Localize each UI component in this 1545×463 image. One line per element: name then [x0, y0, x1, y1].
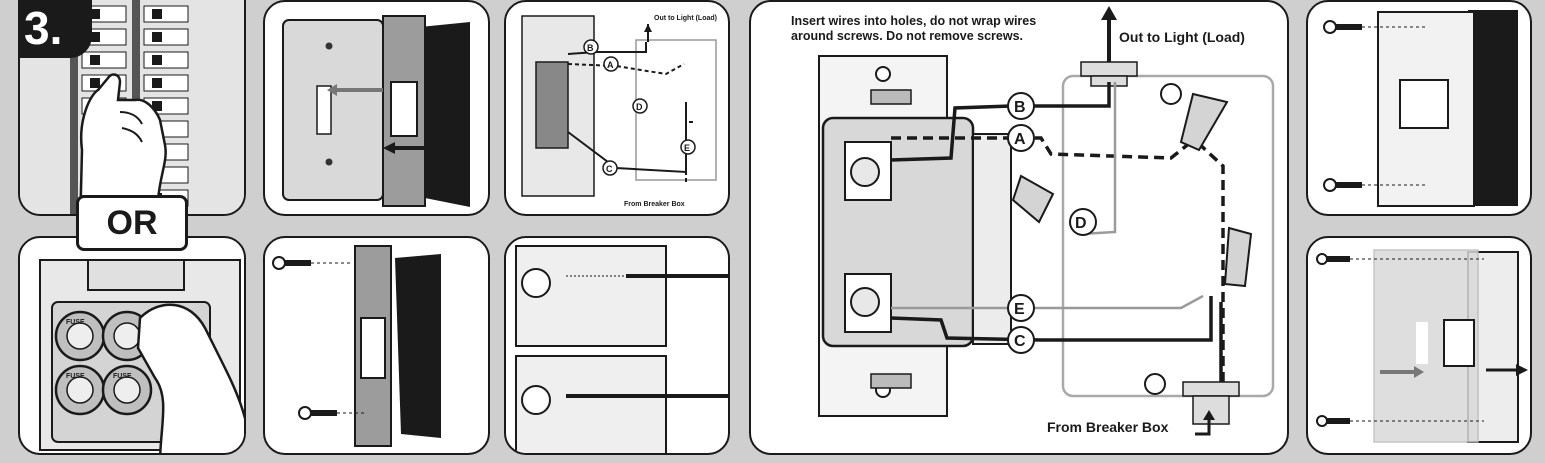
panel-main-wiring-diagram: Insert wires into holes, do not wrap wir…	[749, 0, 1289, 455]
or-separator: OR	[76, 195, 188, 251]
breaker-toggle	[152, 78, 162, 88]
breaker-toggle	[152, 32, 162, 42]
wire-nut-icon	[1179, 92, 1229, 152]
breaker-toggle	[152, 55, 162, 65]
small-wiring-diagram: B A C D E Out to Light (Load) From Break…	[521, 15, 717, 208]
panel-reinstall-wallplate	[1306, 236, 1532, 455]
small-source-label: From Breaker Box	[624, 201, 685, 208]
panel-remove-switch-screws	[263, 236, 490, 455]
breaker-switch	[143, 74, 189, 92]
breaker-toggle	[90, 78, 100, 88]
terminal-screw-icon	[850, 287, 880, 317]
wire-label-d: D	[1075, 215, 1087, 232]
wiring-instruction: Insert wires into holes, do not wrap wir…	[791, 14, 1037, 43]
step-number-badge: 3.	[20, 0, 92, 58]
wire-nut-icon	[1011, 174, 1055, 224]
fuse-label: FUSE	[66, 373, 85, 380]
screw-icon	[1316, 415, 1350, 427]
screw-icon	[1323, 20, 1362, 34]
wire-label-e: E	[1014, 301, 1025, 318]
fuse-label: FUSE	[113, 373, 132, 380]
breaker-illustration	[20, 0, 244, 214]
wire-label-b: B	[1014, 99, 1026, 116]
breaker-toggle	[152, 101, 162, 111]
ground-screw-icon	[1160, 83, 1182, 105]
ground-screw-icon	[1144, 373, 1166, 395]
terminal-screw-icon	[521, 268, 551, 298]
breaker-toggle	[90, 9, 100, 19]
breaker-toggle	[90, 55, 100, 65]
breaker-toggle	[90, 32, 100, 42]
breaker-switch	[143, 28, 189, 46]
wire-nut-icon	[1223, 226, 1253, 288]
terminal-screw-icon	[521, 385, 551, 415]
wire-label-a: A	[1014, 131, 1026, 148]
wire-label-a: A	[607, 60, 614, 70]
breaker-switch	[81, 51, 127, 69]
hand-icon	[136, 303, 244, 453]
breaker-switch	[143, 51, 189, 69]
hand-icon	[79, 73, 167, 214]
panel-fuse-box: FUSE FUSE FUSE	[18, 236, 246, 455]
fuse-box-illustration: FUSE FUSE FUSE	[39, 259, 244, 453]
wire-label-d: D	[636, 102, 643, 112]
panel-wire-insertion	[504, 236, 730, 455]
main-source-label: From Breaker Box	[1047, 419, 1169, 435]
panel-remove-wallplate	[263, 0, 490, 216]
breaker-toggle	[152, 9, 162, 19]
reinstall-wallplate-illustration	[1316, 249, 1528, 443]
fuse-label: FUSE	[66, 319, 85, 326]
switch-screws-illustration	[272, 245, 441, 447]
screw-icon	[1316, 253, 1350, 265]
panel-small-wiring-diagram: B A C D E Out to Light (Load) From Break…	[504, 0, 730, 216]
wire-label-c: C	[1014, 333, 1026, 350]
main-load-label: Out to Light (Load)	[1119, 29, 1245, 45]
wire-label-c: C	[606, 164, 613, 174]
wire-insertion-illustration	[515, 245, 728, 453]
screw-icon	[1323, 178, 1362, 192]
screw-icon	[298, 406, 337, 420]
wire-label-b: B	[587, 43, 594, 53]
reinstall-switch-illustration	[1323, 10, 1518, 207]
terminal-screw-icon	[850, 157, 880, 187]
wallplate-removal-illustration	[282, 15, 470, 207]
small-load-label: Out to Light (Load)	[654, 15, 717, 22]
panel-breaker-box: 3.	[18, 0, 246, 216]
panel-reinstall-switch	[1306, 0, 1532, 216]
main-wiring-diagram: Out to Light (Load) From Breaker Box B A…	[818, 6, 1275, 436]
screw-icon	[272, 256, 311, 270]
breaker-switch	[143, 5, 189, 23]
wire-label-e: E	[684, 143, 690, 153]
